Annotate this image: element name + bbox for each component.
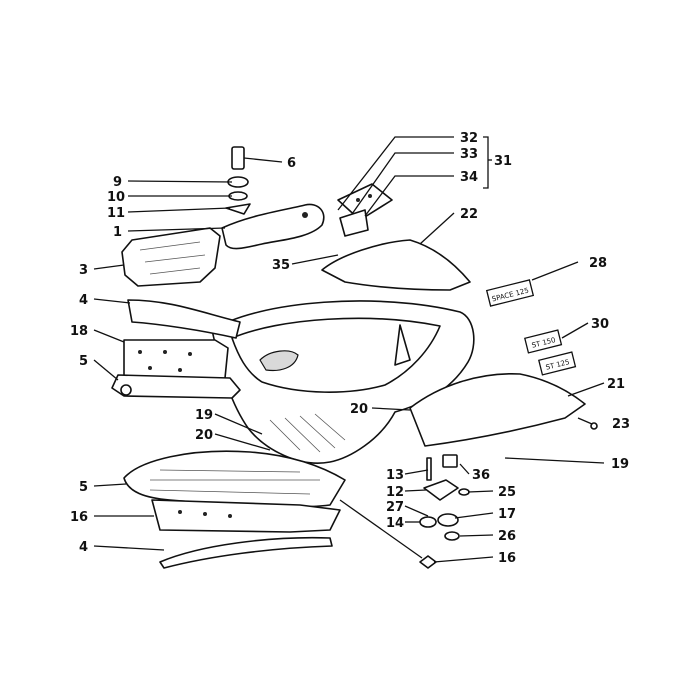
callout-19-right: 19 — [611, 457, 629, 472]
callout-6: 6 — [287, 156, 296, 171]
part-16-lower-plate — [151, 499, 341, 533]
part-1-bracket — [221, 203, 325, 250]
part-4-lower-strip — [159, 536, 333, 569]
callout-9: 9 — [113, 175, 122, 190]
part-21-right-lower-panel — [409, 373, 586, 447]
callout-19-left: 19 — [195, 408, 213, 423]
tag-30b: ST 125 — [538, 351, 577, 376]
hardware-stack-6-11 — [225, 146, 251, 215]
callout-31: 31 — [494, 154, 512, 169]
callout-30: 30 — [591, 317, 609, 332]
bracket-assembly-31 — [337, 183, 393, 237]
leader-lines — [93, 136, 605, 563]
callout-1: 1 — [113, 225, 122, 240]
callout-numbers: 6 9 10 11 1 3 4 18 5 19 20 5 16 4 32 33 … — [70, 131, 630, 566]
callout-14: 14 — [386, 516, 404, 531]
callout-20-left: 20 — [195, 428, 213, 443]
callout-12: 12 — [386, 485, 404, 500]
part-3-left-cover — [121, 227, 221, 287]
callout-27: 27 — [386, 500, 404, 515]
part-22-right-panel — [321, 239, 471, 291]
callout-36: 36 — [472, 468, 490, 483]
callout-28: 28 — [589, 256, 607, 271]
callout-22: 22 — [460, 207, 478, 222]
callout-21: 21 — [607, 377, 625, 392]
tag-28: SPACE 125 — [485, 279, 535, 307]
callout-26: 26 — [498, 529, 516, 544]
callout-17: 17 — [498, 507, 516, 522]
callout-16-right: 16 — [498, 551, 516, 566]
callout-11: 11 — [107, 206, 125, 221]
callout-5-lower: 5 — [79, 480, 88, 495]
callout-16-left: 16 — [70, 510, 88, 525]
callout-34: 34 — [460, 170, 478, 185]
callout-13: 13 — [386, 468, 404, 483]
part-4-upper-strip — [127, 299, 241, 339]
callout-4-lower: 4 — [79, 540, 88, 555]
small-hardware-cluster — [419, 454, 470, 569]
callout-35: 35 — [272, 258, 290, 273]
callout-4-upper: 4 — [79, 293, 88, 308]
callout-20-right: 20 — [350, 402, 368, 417]
part-5-upper-rail — [111, 374, 241, 399]
callout-23: 23 — [612, 417, 630, 432]
callout-10: 10 — [107, 190, 125, 205]
tag-30a: ST 150 — [524, 329, 563, 354]
callout-25: 25 — [498, 485, 516, 500]
part-23-screw — [577, 417, 598, 430]
main-body-shell — [211, 300, 475, 464]
callout-32: 32 — [460, 131, 478, 146]
callout-5-upper: 5 — [79, 354, 88, 369]
callout-33: 33 — [460, 147, 478, 162]
callout-18: 18 — [70, 324, 88, 339]
callout-3: 3 — [79, 263, 88, 278]
